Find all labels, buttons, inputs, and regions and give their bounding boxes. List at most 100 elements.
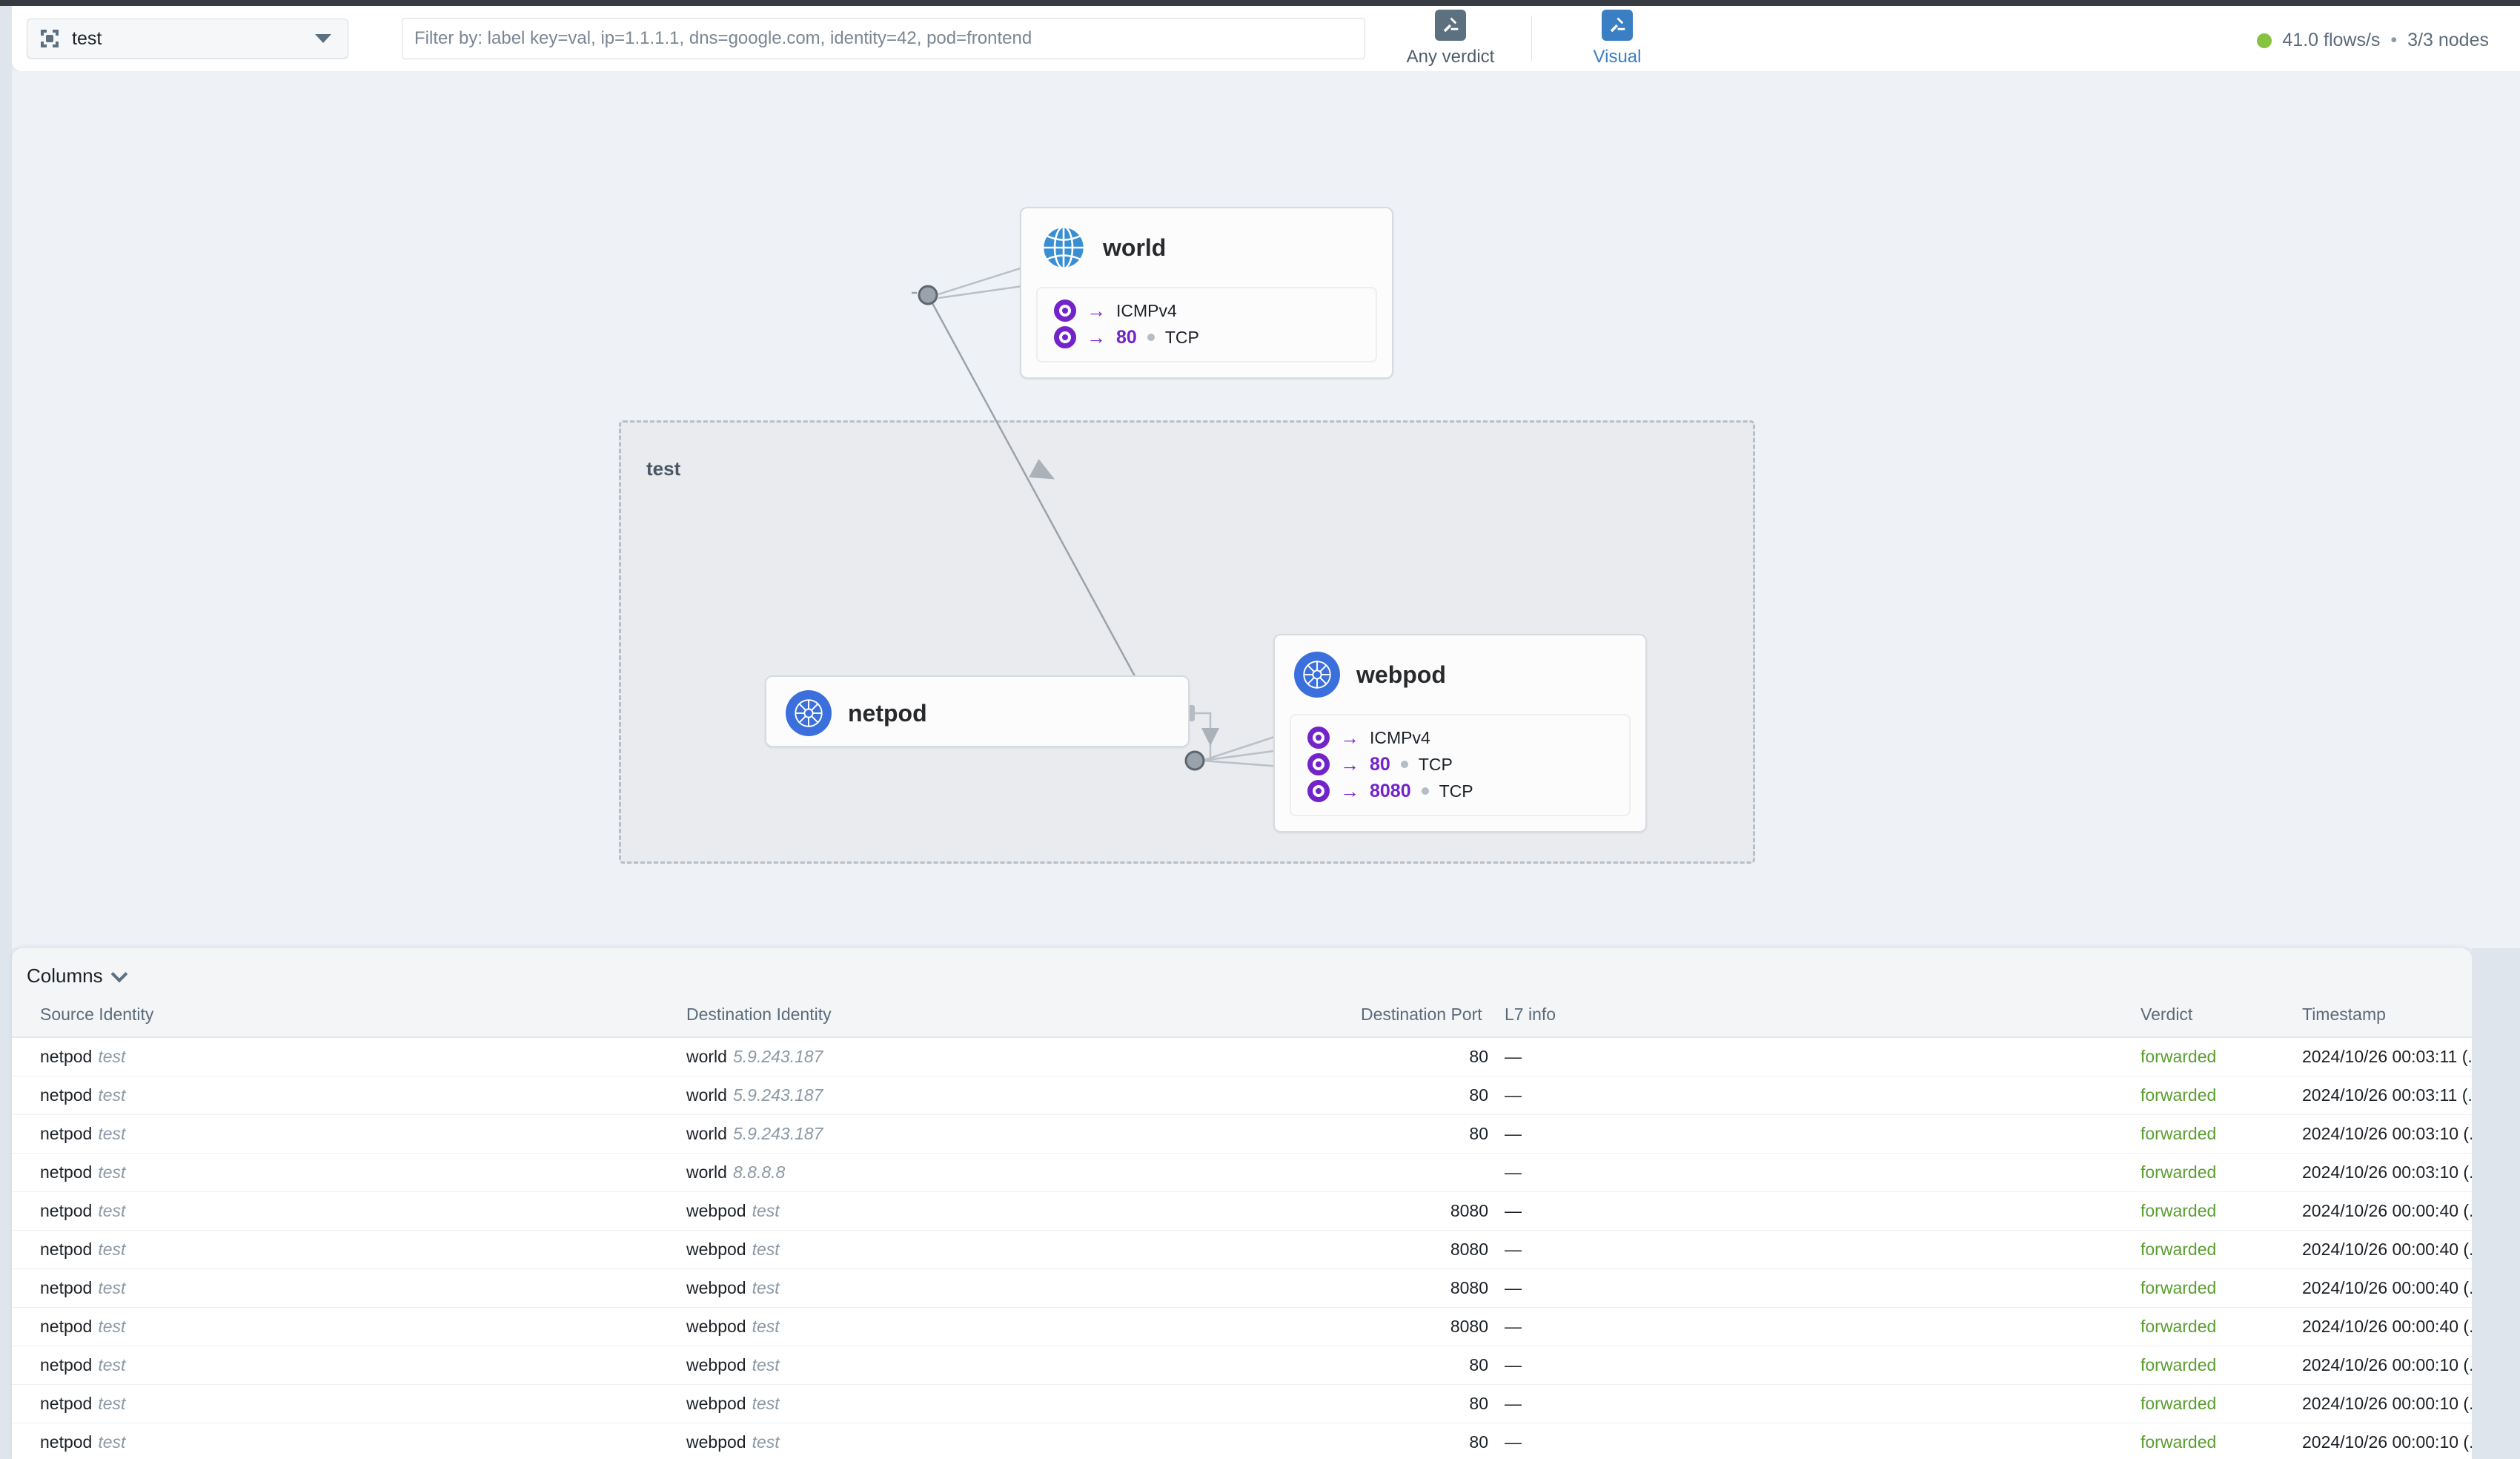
arrow-right-icon: →: [1087, 326, 1106, 348]
cell-l7-info: —: [1488, 1191, 2141, 1231]
namespace-boundary-label: test: [646, 457, 681, 480]
columns-button[interactable]: Columns: [27, 965, 127, 987]
cell-l7-info: —: [1488, 1037, 2141, 1076]
kubernetes-icon: [1294, 652, 1340, 698]
column-header-source-identity[interactable]: Source Identity: [12, 994, 686, 1038]
cell-l7-info: —: [1488, 1230, 2141, 1269]
cell-verdict: forwarded: [2141, 1268, 2302, 1308]
cell-timestamp: 2024/10/26 00:00:10 (...: [2302, 1384, 2472, 1423]
flows-panel: Columns Source Identity Destination Iden…: [12, 948, 2472, 1459]
column-header-timestamp[interactable]: Timestamp: [2302, 994, 2472, 1038]
target-icon: [1307, 727, 1330, 749]
verdict-filter-button[interactable]: Any verdict: [1395, 10, 1506, 67]
port-number: 80: [1116, 326, 1137, 348]
arrow-right-icon: →: [1087, 300, 1106, 322]
node-card-world[interactable]: world → ICMPv4 → 80 TCP: [1020, 207, 1393, 379]
status-separator: •: [2390, 30, 2398, 50]
column-header-destination-port[interactable]: Destination Port: [1361, 994, 1488, 1038]
node-title: webpod: [1356, 661, 1446, 688]
nodes-count: 3/3 nodes: [2407, 30, 2489, 50]
connection-links: [912, 259, 1302, 771]
namespace-select[interactable]: test: [27, 19, 348, 59]
node-card-netpod[interactable]: netpod: [765, 675, 1190, 747]
cell-timestamp: 2024/10/26 00:03:10 (...: [2302, 1114, 2472, 1154]
cell-timestamp: 2024/10/26 00:00:10 (...: [2302, 1346, 2472, 1385]
chevron-down-icon: [110, 965, 127, 982]
cell-l7-info: —: [1488, 1076, 2141, 1115]
port-row[interactable]: → ICMPv4: [1291, 724, 1629, 751]
port-protocol-name: ICMPv4: [1116, 300, 1177, 320]
port-row[interactable]: → 8080 TCP: [1291, 778, 1629, 804]
node-ports-list: → ICMPv4 → 80 TCP: [1036, 287, 1377, 363]
cell-verdict: forwarded: [2141, 1076, 2302, 1115]
cell-timestamp: 2024/10/26 00:03:11 (...: [2302, 1037, 2472, 1076]
column-header-destination-identity[interactable]: Destination Identity: [686, 994, 1361, 1038]
node-header: webpod: [1275, 635, 1645, 708]
toolbar: test Any verdict: [12, 6, 2520, 71]
service-map-canvas[interactable]: test: [12, 71, 2520, 948]
panel-right-gutter: [2472, 948, 2520, 1459]
node-header: world: [1021, 208, 1392, 281]
cell-verdict: forwarded: [2141, 1384, 2302, 1423]
status-bar: 41.0 flows/s • 3/3 nodes: [2257, 30, 2489, 51]
node-card-webpod[interactable]: webpod → ICMPv4 → 80 TCP →: [1273, 634, 1647, 833]
cell-verdict: forwarded: [2141, 1230, 2302, 1269]
search-input[interactable]: [402, 18, 1365, 59]
port-row[interactable]: → 80 TCP: [1291, 751, 1629, 778]
table-header-row: Source Identity Destination Identity Des…: [12, 994, 2472, 1038]
cell-l7-info: —: [1488, 1423, 2141, 1459]
chevron-down-icon: [315, 34, 331, 43]
cell-destination-port: 8080: [1361, 1191, 1488, 1231]
cell-destination-port: 80: [1361, 1346, 1488, 1385]
cell-destination-port: [1361, 1153, 1488, 1192]
port-status-dot: [1421, 787, 1429, 795]
cell-verdict: forwarded: [2141, 1114, 2302, 1154]
port-protocol: TCP: [1164, 327, 1199, 347]
cell-destination-port: 8080: [1361, 1230, 1488, 1269]
arrow-right-icon: →: [1340, 753, 1359, 775]
status-indicator-dot: [2257, 33, 2272, 48]
port-row[interactable]: → ICMPv4: [1038, 297, 1376, 324]
namespace-value: test: [72, 27, 102, 49]
cell-destination-port: 8080: [1361, 1268, 1488, 1308]
column-header-l7-info[interactable]: L7 info: [1488, 994, 2141, 1038]
port-row[interactable]: → 80 TCP: [1038, 324, 1376, 351]
cell-verdict: forwarded: [2141, 1153, 2302, 1192]
cell-l7-info: —: [1488, 1114, 2141, 1154]
column-header-verdict[interactable]: Verdict: [2141, 994, 2302, 1038]
arrow-right-icon: →: [1340, 727, 1359, 749]
node-title: netpod: [848, 699, 927, 727]
port-status-dot: [1400, 761, 1408, 768]
node-header: netpod: [766, 677, 1188, 750]
columns-button-label: Columns: [27, 965, 103, 987]
cell-timestamp: 2024/10/26 00:00:10 (...: [2302, 1423, 2472, 1459]
verdict-filter-label: Any verdict: [1406, 47, 1495, 67]
visual-mode-button[interactable]: Visual: [1562, 10, 1673, 67]
